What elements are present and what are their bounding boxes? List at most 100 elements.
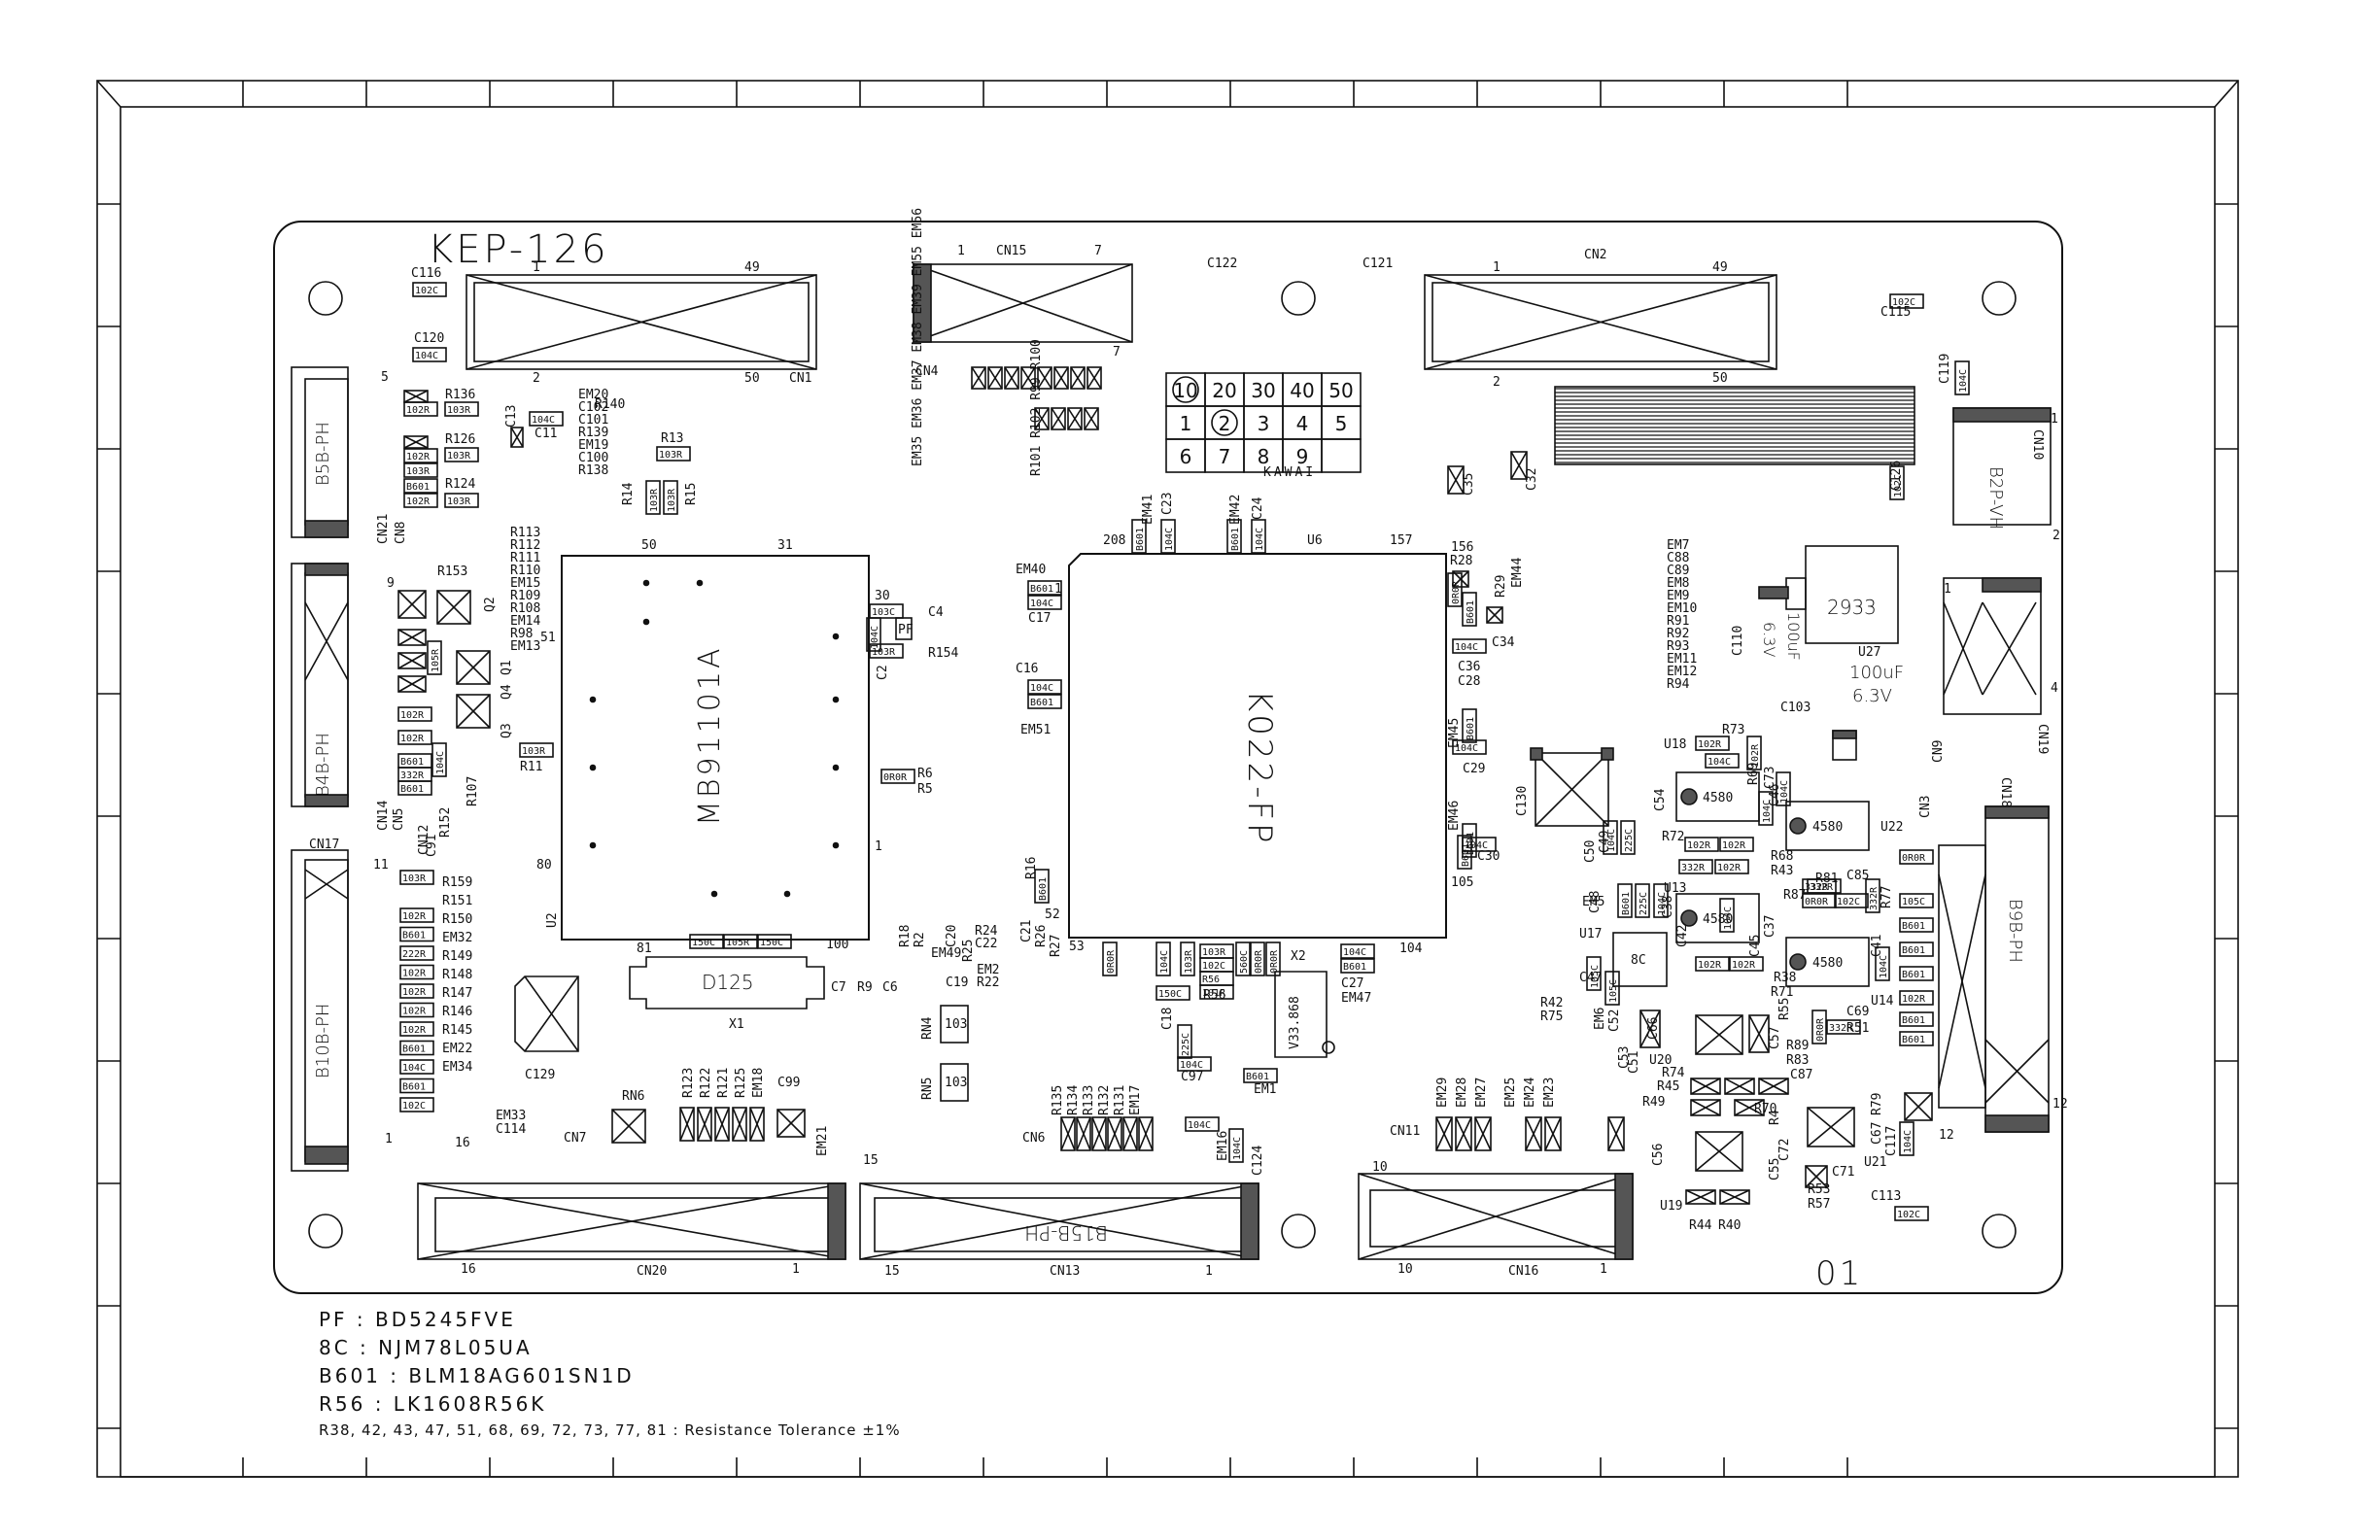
- crossed-part: [1447, 465, 1465, 495]
- note-8c: 8C : NJM78L05UA: [319, 1336, 533, 1359]
- smd-pad: [399, 945, 434, 961]
- smd-pad: [1027, 694, 1062, 709]
- label-c28: C28: [1458, 674, 1480, 689]
- label-c122: C122: [1207, 257, 1237, 271]
- svg-text:50: 50: [641, 538, 657, 553]
- smd-pad: [1889, 465, 1905, 500]
- component-label: R110: [510, 564, 540, 578]
- svg-text:U2: U2: [545, 912, 560, 928]
- smd-value: 103R: [447, 405, 471, 416]
- smd-pad: [444, 447, 479, 462]
- svg-text:81: 81: [637, 941, 652, 956]
- smd-pad: [1894, 1206, 1929, 1221]
- label-c57: C57: [1768, 1027, 1782, 1049]
- label-r43: R43: [1771, 864, 1793, 878]
- smd-value: 104C: [1255, 528, 1265, 551]
- component-label: EM7: [1667, 538, 1689, 553]
- smd-pad: [519, 742, 554, 758]
- connector-cn16: CN11 10 10 CN16 1: [1358, 1124, 1634, 1279]
- component-reference-labels: EM20C102C101R139EM19C100R138R113R112R111…: [411, 257, 1952, 1233]
- svg-text:C103: C103: [1780, 701, 1811, 715]
- smd-value: 104C: [1343, 947, 1366, 958]
- svg-text:K022-FP: K022-FP: [1240, 690, 1279, 846]
- label-em41: EM41: [1141, 495, 1156, 525]
- label-r24: R24: [975, 924, 998, 939]
- connector-cn14-b4b-ph: B4B-PH 9 CN14 CN5: [291, 563, 406, 831]
- label-c87: C87: [1790, 1068, 1812, 1082]
- crossed-part: [1695, 1014, 1743, 1055]
- opamp-u14: 4580 U14: [1785, 937, 1894, 1009]
- kawai-label: KAWAI: [1263, 465, 1316, 480]
- label-em6: EM6: [1593, 1008, 1607, 1030]
- smd-value: 102C: [415, 286, 438, 296]
- smd-value: 105C: [1902, 897, 1925, 907]
- crossed-part: [1138, 1116, 1154, 1151]
- smd-value: B601: [406, 482, 430, 493]
- board-outline: [273, 221, 2063, 1294]
- crossed-part: [714, 1107, 730, 1142]
- crossed-part: [1904, 1092, 1933, 1121]
- crossed-part: [1076, 1116, 1091, 1151]
- svg-text:V33.868: V33.868: [1288, 996, 1302, 1049]
- svg-text:4580: 4580: [1703, 912, 1733, 927]
- smd-pad: [412, 282, 447, 297]
- smd-value: 102R: [402, 1025, 427, 1036]
- component-label: EM14: [510, 614, 540, 629]
- label-c41: C41: [1870, 935, 1884, 957]
- label-c120: C120: [414, 331, 444, 346]
- capacitor-c130: C130: [1515, 747, 1614, 827]
- component-label: R123: [681, 1068, 696, 1098]
- svg-text:MB91101A: MB91101A: [693, 646, 727, 826]
- smd-value: B601: [1246, 1072, 1269, 1082]
- connector-cn13-b15b-ph: B15B-PH 15 CN6 15 CN13 1: [859, 1131, 1259, 1279]
- svg-text:CN12: CN12: [417, 825, 431, 855]
- crossed-part: [1695, 1131, 1743, 1172]
- label-r15: R15: [684, 483, 699, 505]
- svg-text:31: 31: [777, 538, 793, 553]
- note-r56: R56 : LK1608R56K: [319, 1392, 547, 1416]
- smd-pad: [1719, 898, 1735, 933]
- smd-pad: [880, 769, 915, 784]
- smd-value: 102R: [1902, 994, 1926, 1005]
- component-label: C101: [578, 413, 608, 428]
- crossed-part: [1455, 1116, 1472, 1151]
- chip-u29-mark: PF: [898, 623, 914, 637]
- smd-value: 105R: [431, 648, 441, 672]
- smd-value: 102R: [1698, 739, 1722, 750]
- svg-text:50: 50: [744, 371, 760, 386]
- label-c114: C114: [496, 1122, 526, 1137]
- component-label: R113: [510, 526, 540, 540]
- smd-pad: [1875, 946, 1890, 981]
- label-em44: EM44: [1510, 558, 1525, 588]
- smd-pad: [1899, 849, 1934, 865]
- smd-value: 103R: [406, 466, 431, 477]
- label-r73: R73: [1722, 723, 1744, 737]
- smd-pad: [412, 347, 447, 362]
- component-label: EM22: [442, 1042, 472, 1056]
- smd-value: B601: [1902, 945, 1925, 956]
- svg-text:U13: U13: [1664, 881, 1686, 896]
- smd-pad: [1889, 293, 1924, 309]
- svg-text:9: 9: [387, 576, 395, 591]
- label-r13: R13: [661, 431, 683, 446]
- label-r44: R44: [1689, 1218, 1712, 1233]
- smd-pad: [1802, 893, 1837, 908]
- smd-pad: [1695, 956, 1730, 972]
- label-r22: R22: [977, 975, 999, 990]
- mounting-hole: [308, 281, 2017, 1249]
- label-r89: R89: [1786, 1039, 1809, 1053]
- label-c51: C51: [1627, 1051, 1641, 1074]
- label-c117: C117: [1884, 1126, 1899, 1156]
- label-em42: EM42: [1228, 495, 1243, 525]
- label-c4: C4: [928, 605, 944, 620]
- svg-text:CN11: CN11: [1390, 1124, 1420, 1139]
- smd-pad: [399, 964, 434, 980]
- crossed-part: [1758, 1078, 1789, 1095]
- smd-pad: [1160, 519, 1176, 554]
- smd-value: 103C: [872, 607, 895, 618]
- smd-value: 104C: [1455, 743, 1478, 754]
- capacitor-u27: 2933 U27 100uF 6.3V: [1785, 545, 1904, 761]
- svg-text:30: 30: [875, 589, 890, 603]
- smd-pad: [529, 411, 564, 427]
- component-label: R145: [442, 1023, 472, 1038]
